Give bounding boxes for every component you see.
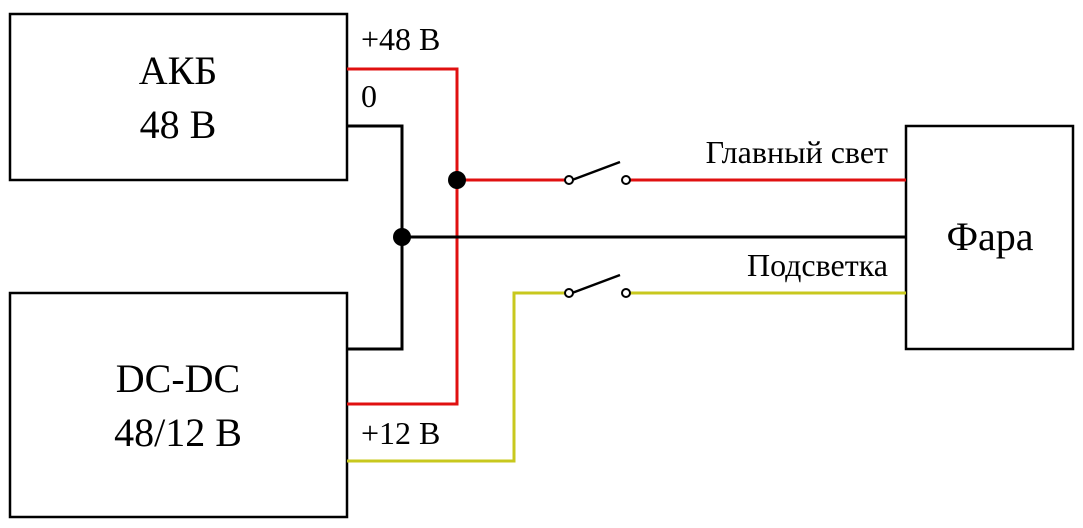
backlight-label: Подсветка: [747, 247, 888, 283]
dcdc-title: DC-DC: [116, 356, 240, 401]
backlight-switch-contact-left: [564, 288, 574, 298]
headlight-label: Фара: [946, 214, 1033, 259]
battery-voltage: 48 В: [140, 102, 217, 147]
main-light-switch: [564, 160, 631, 185]
plus12-wiring: [347, 291, 906, 463]
backlight-switch-contact-right: [621, 288, 631, 298]
backlight-switch-lever: [571, 273, 621, 295]
battery-title: АКБ: [139, 48, 218, 93]
battery-box: [8, 12, 349, 182]
main-light-label: Главный свет: [706, 134, 888, 170]
main-light-switch-contact-right: [621, 175, 631, 185]
backlight-switch: [564, 273, 631, 298]
battery-block: АКБ 48 В: [8, 12, 349, 182]
zero-label: 0: [361, 78, 377, 114]
ground-junction-dot: [393, 228, 411, 246]
plus12-feed-wire: [347, 291, 568, 463]
headlight-box: [904, 124, 1075, 351]
main-light-switch-contact-left: [564, 175, 574, 185]
headlight-block: Фара: [904, 124, 1075, 351]
dcdc-box: [8, 291, 349, 519]
plus48-label: +48 В: [361, 21, 440, 57]
main-light-switch-lever: [571, 160, 621, 182]
plus48-junction-dot: [448, 171, 466, 189]
dcdc-voltage: 48/12 В: [114, 410, 242, 455]
dcdc-block: DC-DC 48/12 В: [8, 291, 349, 519]
plus12-label: +12 В: [361, 415, 440, 451]
